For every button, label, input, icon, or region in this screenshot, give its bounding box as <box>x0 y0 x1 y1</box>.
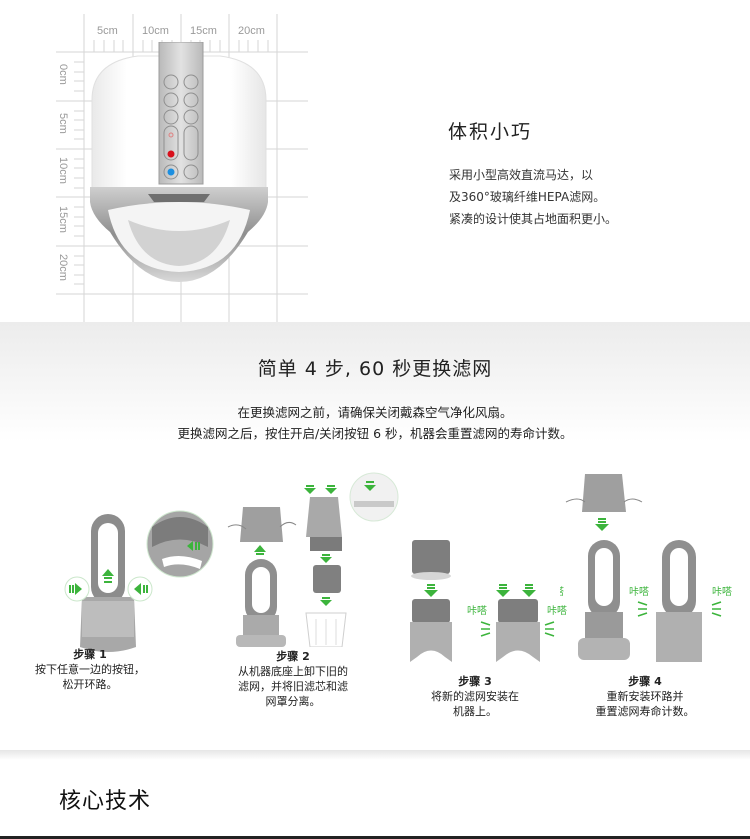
filter-section-note: 在更换滤网之前，请确保关闭戴森空气净化风扇。 更换滤网之后，按住开启/关闭按钮 … <box>0 402 750 444</box>
step-3-label: 步骤 3 <box>458 675 492 688</box>
step-3-text: 机器上。 <box>453 705 497 718</box>
svg-text:15cm: 15cm <box>57 206 69 233</box>
feature-description-line: 采用小型高效直流马达，以 <box>449 168 594 182</box>
step-2-text: 网罩分离。 <box>265 695 321 708</box>
svg-text:塔: 塔 <box>560 585 564 598</box>
feature-description-line: 紧凑的设计使其占地面积更小。 <box>449 212 618 226</box>
step-4: 咔嗒 咔嗒 塔 步骤 4 重新安装环路并 重置滤网寿命计数。 <box>560 462 750 732</box>
svg-text:20cm: 20cm <box>238 25 265 37</box>
click-label-right: 咔嗒 <box>547 605 567 617</box>
core-technology-title: 核心技术 <box>59 789 152 814</box>
note-line: 在更换滤网之前，请确保关闭戴森空气净化风扇。 <box>237 405 513 420</box>
step-3-illustration: 咔嗒 咔嗒 <box>410 540 567 662</box>
step-2-text: 滤网，并将旧滤芯和滤 <box>238 680 348 693</box>
click-label-right: 咔嗒 <box>712 586 732 598</box>
svg-text:10cm: 10cm <box>142 25 169 37</box>
step-3: 咔嗒 咔嗒 步骤 3 将新的滤网安装在 机器上。 <box>395 532 575 732</box>
click-label-left: 咔嗒 <box>467 605 487 617</box>
step-4-text: 重新安装环路并 <box>606 690 684 703</box>
svg-text:20cm: 20cm <box>57 254 69 281</box>
step-1: 步骤 1 按下任意一边的按钮， 松开环路。 <box>30 497 220 727</box>
step-1-label: 步骤 1 <box>73 648 107 661</box>
svg-text:15cm: 15cm <box>190 25 217 37</box>
svg-text:5cm: 5cm <box>97 25 118 37</box>
step-1-caption: 步骤 1 按下任意一边的按钮， 松开环路。 <box>30 647 150 692</box>
step-2-illustration <box>227 472 399 647</box>
note-line: 更换滤网之后，按住开启/关闭按钮 6 秒，机器会重置滤网的寿命计数。 <box>177 426 573 441</box>
svg-text:10cm: 10cm <box>57 157 69 184</box>
step-4-illustration: 咔嗒 咔嗒 塔 <box>560 474 732 662</box>
step-3-text: 将新的滤网安装在 <box>431 690 519 703</box>
product-top-view-image <box>90 42 268 282</box>
filter-section-title: 简单 4 步, 60 秒更换滤网 <box>257 358 493 380</box>
step-2-caption: 步骤 2 从机器底座上卸下旧的 滤网，并将旧滤芯和滤 网罩分离。 <box>218 649 368 709</box>
step-1-illustration <box>64 510 214 652</box>
feature-description-line: 及360°玻璃纤维HEPA滤网。 <box>449 190 606 204</box>
step-2: 步骤 2 从机器底座上卸下旧的 滤网，并将旧滤芯和滤 网罩分离。 <box>218 467 408 747</box>
size-section: 5cm 10cm 15cm 20cm 0cm 5cm 10cm 15cm 20c… <box>0 0 750 322</box>
feature-title: 体积小巧 <box>448 121 533 143</box>
step-1-text: 松开环路。 <box>62 678 118 691</box>
step-2-label: 步骤 2 <box>276 650 310 663</box>
svg-text:5cm: 5cm <box>57 113 69 134</box>
step-4-text: 重置滤网寿命计数。 <box>595 705 695 718</box>
bottom-border <box>0 836 750 839</box>
section-divider <box>0 750 750 760</box>
step-4-label: 步骤 4 <box>628 675 662 688</box>
step-4-caption: 步骤 4 重新安装环路并 重置滤网寿命计数。 <box>570 674 720 719</box>
svg-text:0cm: 0cm <box>57 64 69 85</box>
filter-replacement-section: 简单 4 步, 60 秒更换滤网 在更换滤网之前，请确保关闭戴森空气净化风扇。 … <box>0 322 750 752</box>
click-label-left: 咔嗒 <box>629 586 649 598</box>
step-3-caption: 步骤 3 将新的滤网安装在 机器上。 <box>395 674 555 719</box>
step-2-text: 从机器底座上卸下旧的 <box>238 665 348 678</box>
step-1-text: 按下任意一边的按钮， <box>35 663 145 676</box>
feature-description: 采用小型高效直流马达，以 及360°玻璃纤维HEPA滤网。 紧凑的设计使其占地面… <box>449 164 617 230</box>
